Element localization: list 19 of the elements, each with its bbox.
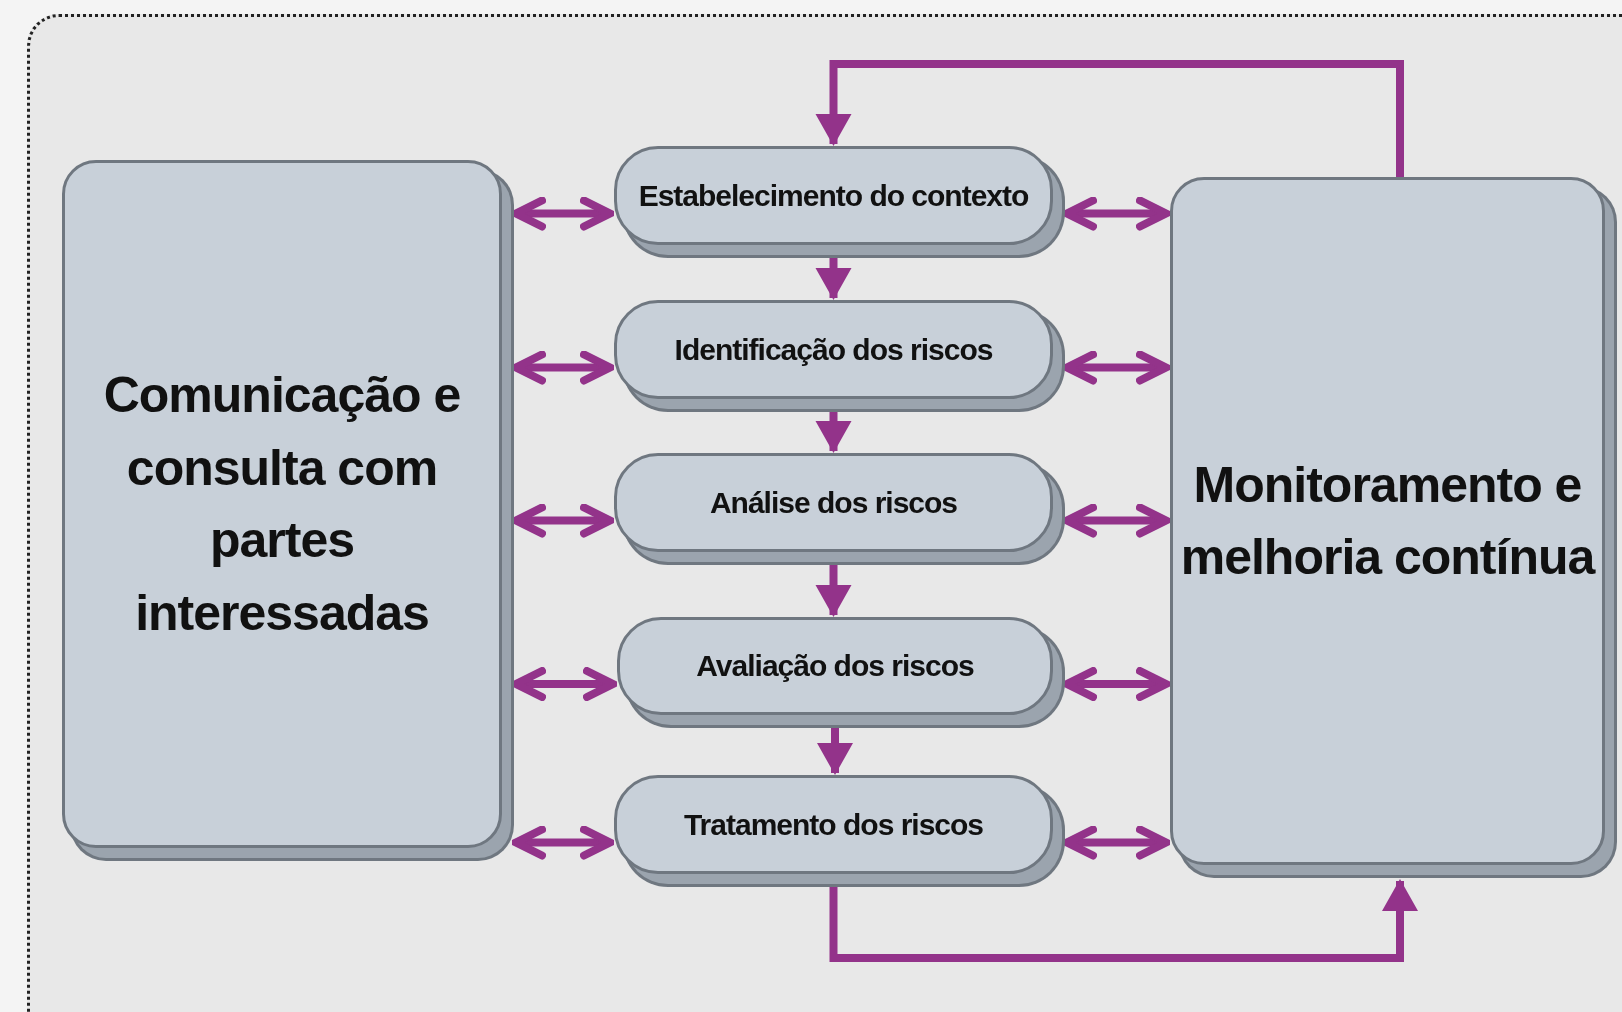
arrow (512, 667, 617, 701)
arrow (1063, 667, 1170, 701)
arrow (1063, 196, 1170, 231)
node-label: Avaliação dos riscos (696, 649, 974, 683)
arrow (1063, 503, 1170, 538)
node-label: Estabelecimento do contexto (638, 178, 1029, 213)
node-label: Comunicação e consulta com partes interessadas (102, 366, 462, 643)
arrow (829, 879, 1418, 962)
node-label: Monitoramento e melhoria contínua (1179, 455, 1597, 587)
arrow (512, 503, 614, 538)
node-label: Identificação dos riscos (674, 332, 993, 367)
arrow (512, 350, 614, 385)
arrow (815, 60, 1404, 177)
arrow (512, 825, 614, 860)
node-label: Análise dos riscos (709, 485, 958, 520)
node-label: Tratamento dos riscos (683, 807, 984, 842)
arrow (1063, 350, 1170, 385)
arrow (1063, 825, 1170, 860)
arrow (512, 196, 614, 231)
